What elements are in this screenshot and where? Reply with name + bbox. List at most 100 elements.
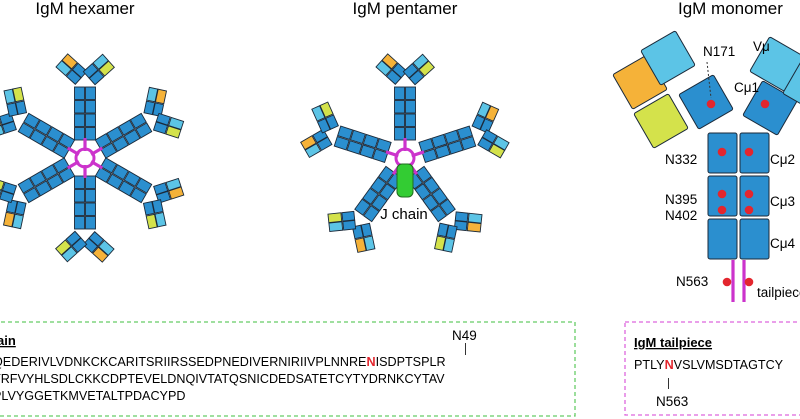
fab-constant-domain [360, 222, 373, 238]
fc-domain [17, 177, 35, 194]
fab-arm [477, 129, 510, 159]
fab-variable-domain [442, 237, 455, 253]
fc-domain [362, 187, 379, 205]
fab-variable-domain [492, 135, 510, 151]
fab-constant-domain [453, 220, 468, 232]
cmu4-domain-left [707, 218, 738, 260]
glycosylation-site-dot [744, 205, 754, 215]
fab-arm [453, 211, 483, 233]
fab-variable-domain [363, 235, 376, 252]
fc-domain [370, 176, 387, 194]
fc-domain [346, 140, 363, 155]
fab-arm [55, 53, 88, 85]
fc-domain [431, 187, 448, 205]
fc-domain [422, 194, 440, 212]
glycosylation-site-dot [744, 189, 754, 199]
label-cmu4: Cμ4 [770, 236, 796, 251]
fab-arm [311, 101, 339, 134]
fab-arm [327, 210, 357, 233]
tailpiece-n563-label: N563 [656, 394, 688, 409]
fab-constant-domain [6, 102, 19, 117]
fab-constant-domain [445, 224, 458, 240]
fc-domain [23, 112, 41, 129]
fab-arm [300, 128, 333, 159]
fc-domain [106, 126, 124, 143]
fc-domain [94, 133, 112, 150]
label-n332: N332 [665, 152, 697, 167]
fc-domain [74, 216, 85, 230]
fab-constant-domain [316, 136, 333, 152]
fc-domain [405, 113, 416, 127]
label-n49: N49 [452, 328, 477, 343]
hexamer-arm-6 [0, 86, 76, 159]
fab-variable-domain [375, 59, 392, 77]
pentamer-arm-2 [300, 101, 392, 163]
fab-constant-domain [471, 114, 486, 131]
fc-domain [123, 170, 141, 187]
fab-arm [2, 199, 27, 230]
fab-arm [471, 101, 500, 134]
fc-domain [41, 135, 59, 152]
fab-variable-domain [154, 88, 168, 105]
fc-domain [337, 125, 354, 141]
fc-domain [118, 119, 136, 136]
fc-domain [52, 142, 70, 159]
fc-domain [414, 183, 432, 201]
fc-domain [135, 177, 153, 194]
fab-constant-domain [454, 211, 469, 223]
fab-constant-domain [14, 200, 27, 216]
label-vmu: Vμ [753, 39, 770, 54]
fab-arm [434, 222, 458, 253]
fc-domain [111, 135, 129, 152]
fab-variable-domain [154, 211, 167, 228]
fc-domain [85, 86, 96, 100]
fab-constant-domain [479, 118, 494, 134]
fab-constant-domain [436, 222, 449, 238]
fab-constant-domain [151, 199, 164, 214]
fab-variable-domain [3, 88, 16, 105]
fab-arm [55, 230, 88, 263]
fc-domain [106, 173, 124, 190]
fc-domain [52, 157, 70, 174]
fab-constant-domain [152, 121, 169, 135]
fc-domain [423, 176, 440, 194]
fc-domain [74, 86, 85, 100]
fab-variable-domain [300, 135, 317, 151]
fab-variable-domain [145, 213, 158, 230]
fc-domain [85, 175, 96, 189]
fab-constant-domain [477, 136, 494, 152]
fc-domain [74, 127, 85, 141]
fab-variable-domain [319, 101, 334, 118]
fab-variable-domain [381, 53, 398, 70]
tailpiece-box-border [624, 321, 800, 416]
fab-arm [82, 231, 115, 263]
fab-constant-domain [153, 182, 169, 196]
label-j-chain: J chain [380, 206, 428, 223]
glycosylation-site-dot [717, 205, 727, 215]
fab-variable-domain [466, 221, 482, 233]
fab-constant-domain [143, 100, 156, 116]
fc-domain [74, 202, 85, 216]
fc-domain [85, 113, 96, 127]
hexamer-arm-1 [55, 53, 115, 141]
fc-domain [34, 119, 52, 136]
fc-domain [447, 140, 464, 155]
label-cmu3: Cμ3 [770, 194, 795, 209]
fab-constant-domain [391, 62, 408, 79]
fab-variable-domain [327, 212, 343, 224]
fc-domain [430, 204, 447, 223]
fab-arm [3, 86, 28, 117]
igm-monomer-diagram [612, 30, 800, 302]
fab-arm [153, 177, 185, 204]
fc-domain [111, 164, 129, 181]
label-n563: N563 [676, 274, 708, 289]
fc-domain [41, 164, 59, 181]
fab-constant-domain [1, 181, 18, 195]
fab-constant-domain [82, 63, 99, 79]
fab-variable-domain [11, 213, 24, 230]
label-n402: N402 [665, 208, 697, 223]
fc-domain [123, 129, 141, 146]
fab-arm [143, 86, 168, 117]
fc-domain [129, 112, 147, 129]
tailpiece-seq: PTLYNVSLVMSDTAGTCY [634, 358, 784, 372]
